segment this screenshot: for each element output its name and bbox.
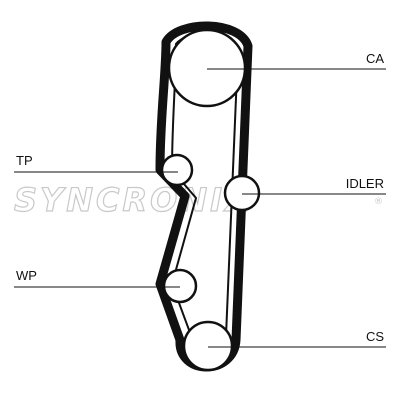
- tensioner-pulley: [160, 153, 194, 187]
- label-ca: CA: [366, 51, 384, 66]
- watermark: SYNCRONIX ®: [13, 180, 383, 219]
- crankshaft-pulley: [182, 320, 234, 372]
- idler-pulley: [223, 174, 261, 212]
- watermark-registered-mark: ®: [374, 197, 383, 207]
- label-wp: WP: [16, 268, 37, 283]
- label-idler: IDLER: [346, 176, 384, 191]
- water-pump-pulley: [162, 268, 198, 304]
- label-tp: TP: [16, 153, 33, 168]
- watermark-brand: SYNCRONIX: [14, 181, 253, 219]
- label-cs: CS: [366, 329, 384, 344]
- camshaft-pulley: [167, 28, 247, 108]
